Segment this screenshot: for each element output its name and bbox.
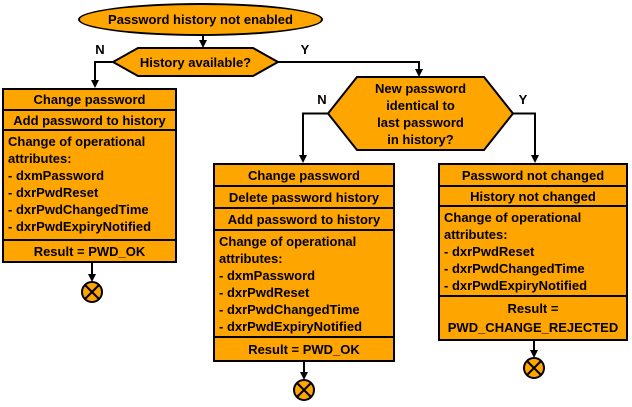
decision-line: New password [374,80,467,96]
decision-history-available-shape [110,47,281,77]
result-row: Result = PWD_OK [248,341,360,357]
decision-line: identical to [386,97,455,113]
branch-label-yes-2: Y [518,92,528,107]
attributes-title: Change of operational attributes: [219,234,357,266]
attribute-item: - dxrPwdChangedTime [444,261,585,276]
end-terminator-x [84,284,100,300]
decision-new-password-identical-label: New password identical to last password … [328,77,513,150]
process-box-identical-rejected: Password not changed History not changed… [438,163,628,341]
attribute-item: - dxrPwdReset [8,185,99,200]
attributes-block: Change of operational attributes: - dxmP… [4,131,175,241]
attribute-item: - dxrPwdExpiryNotified [8,219,152,234]
decision-line: in history? [387,131,454,147]
arrowhead [415,69,423,77]
attributes-block: Change of operational attributes: - dxrP… [440,207,626,297]
arrowhead [299,155,307,163]
result-row: Result = PWD_CHANGE_REJECTED [447,301,619,335]
start-node-label: Password history not enabled [108,12,293,27]
attributes-block: Change of operational attributes: - dxmP… [215,231,393,338]
step-delete-password-history: Delete password history [215,187,393,209]
attribute-item: - dxrPwdExpiryNotified [219,319,363,334]
attribute-item: - dxmPassword [8,168,105,183]
arrowhead [530,350,538,358]
arrowhead [531,155,539,163]
decision-history-available-label: History available? [139,54,252,70]
attribute-item: - dxmPassword [219,268,316,283]
step-change-password: Change password [215,165,393,187]
end-terminator-x [296,382,312,398]
arrowheads [88,40,539,380]
attributes-title: Change of operational attributes: [444,210,582,242]
branch-label-yes-1: Y [300,42,310,57]
step-change-password: Change password [4,90,175,111]
result-row: Result = PWD_OK [33,243,146,259]
attribute-item: - dxrPwdChangedTime [219,302,360,317]
step-history-not-changed: History not changed [440,187,626,207]
step-add-password-to-history: Add password to history [4,111,175,131]
step-add-password-to-history: Add password to history [215,209,393,231]
attribute-item: - dxrPwdChangedTime [8,202,149,217]
process-box-history-not-identical: Change password Delete password history … [213,163,395,362]
terminators [81,281,545,401]
branch-label-no-1: N [95,42,105,57]
branch-label-no-2: N [317,92,327,107]
start-node: Password history not enabled [78,3,323,36]
arrowhead [88,274,96,282]
attribute-item: - dxrPwdReset [444,244,535,259]
decision-new-password-identical-shape [326,76,515,151]
attributes-title: Change of operational attributes: [8,134,146,166]
connector-lines [91,36,536,373]
arrowhead [91,80,99,88]
attribute-item: - dxrPwdReset [219,285,310,300]
attribute-item: - dxrPwdExpiryNotified [444,278,588,293]
decision-line: last password [377,114,464,130]
arrowhead [199,40,207,48]
process-box-no-history: Change password Add password to history … [2,88,177,263]
arrowhead [300,372,308,380]
end-terminator-x [526,360,542,376]
step-password-not-changed: Password not changed [440,165,626,187]
